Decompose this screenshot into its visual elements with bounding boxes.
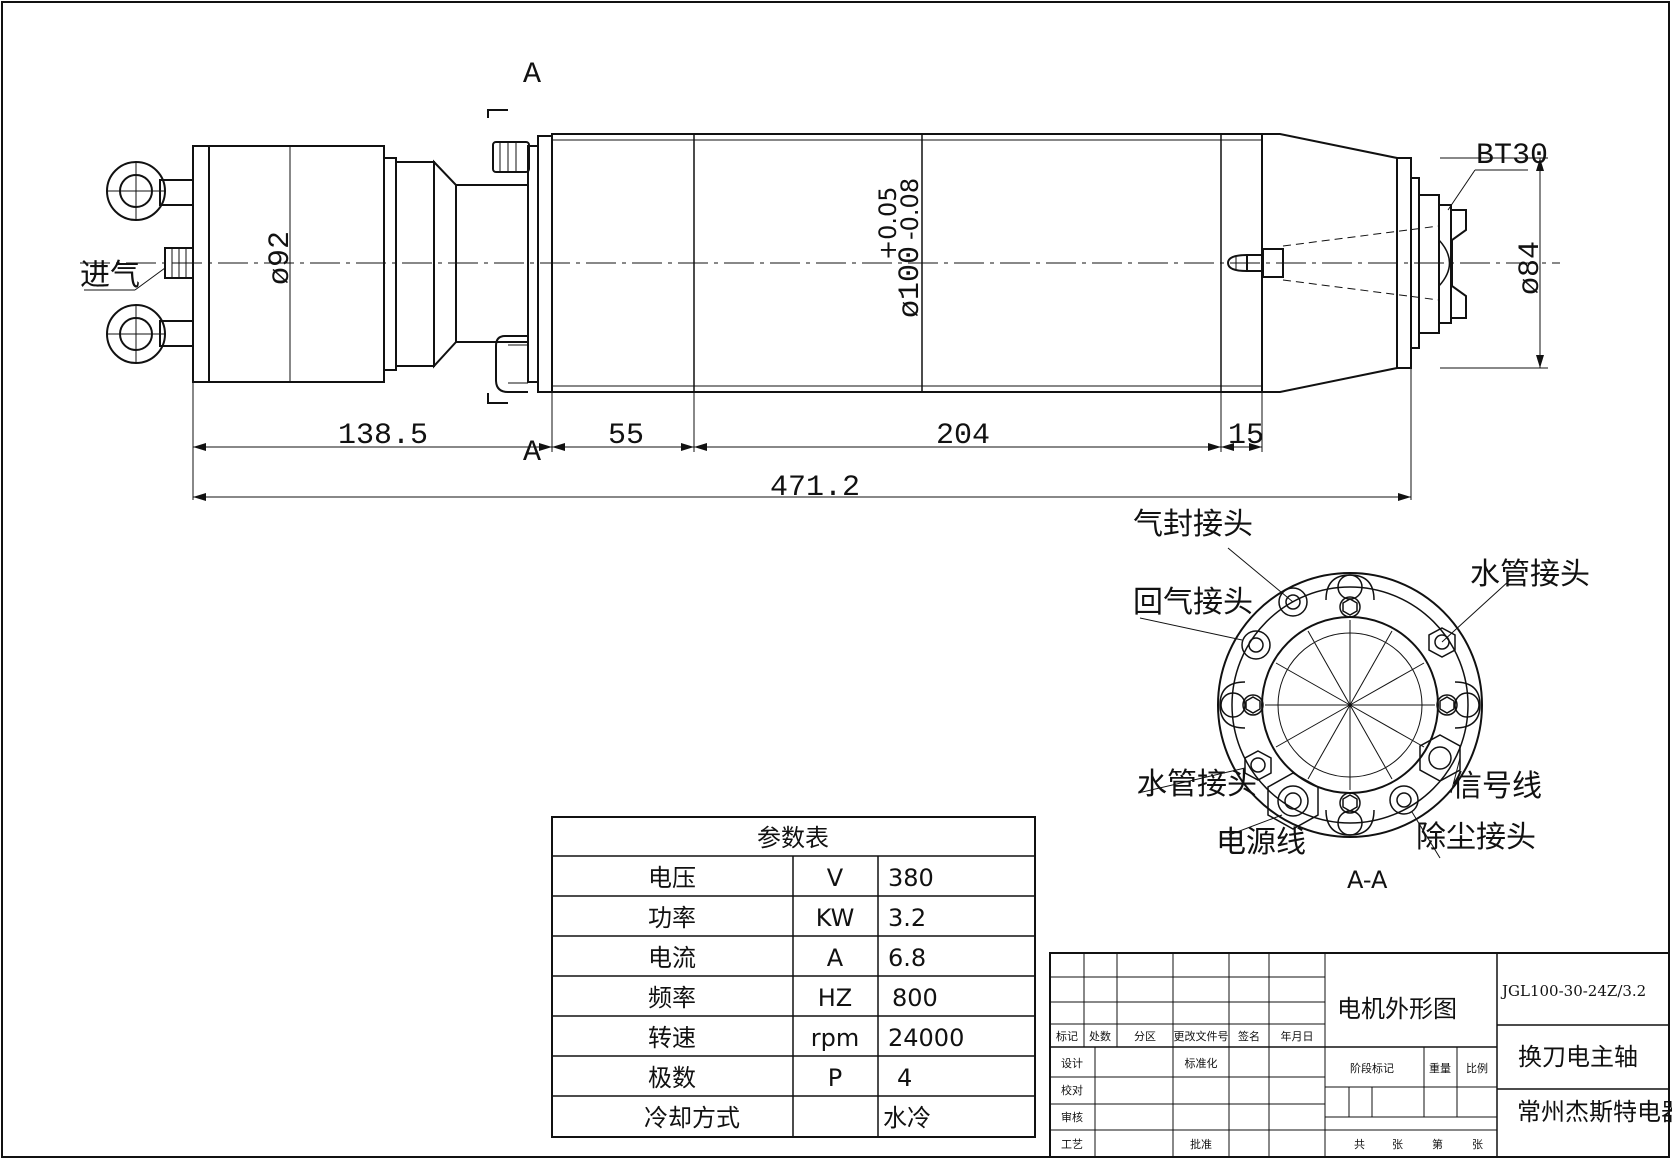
air-inlet-label: 进气 [80, 258, 140, 293]
callout-air-return: 回气接头 [1133, 585, 1253, 620]
param-value: 380 [888, 864, 934, 892]
tb-page-sheets: 张 [1472, 1138, 1483, 1151]
param-rows: 电压 V 380 功率 KW 3.2 电流 A 6.8 频率 HZ 800 转速… [644, 864, 964, 1132]
dia-main-label: ø100 [894, 246, 928, 318]
tb-row-label: 设计 [1061, 1057, 1083, 1070]
signal-port [1419, 734, 1461, 782]
section-mark-bottom: A [523, 436, 541, 470]
dia-nose-label: ø84 [1514, 241, 1548, 295]
param-name: 电压 [648, 864, 696, 892]
param-name: 功率 [648, 904, 696, 932]
tb-product: 换刀电主轴 [1518, 1043, 1638, 1071]
callout-power: 电源线 [1216, 825, 1306, 860]
tb-header: 更改文件号 [1174, 1029, 1229, 1043]
title-block [1049, 952, 1670, 1158]
tb-sheets: 张 [1392, 1138, 1403, 1151]
tb-model: JGL100-30-24Z/3.2 [1500, 982, 1646, 1000]
dim-471-2: 471.2 [770, 471, 860, 505]
param-unit: KW [816, 904, 855, 932]
callout-water-top: 水管接头 [1470, 557, 1590, 592]
param-value: 6.8 [888, 944, 926, 972]
param-value: 800 [892, 984, 938, 1012]
param-value: 4 [897, 1064, 912, 1092]
bolt-heads [1220, 574, 1480, 836]
tb-company: 常州杰斯特电器 [1517, 1098, 1672, 1126]
tool-interface-label: BT30 [1476, 139, 1548, 173]
air-return-port [1241, 630, 1271, 660]
callout-dust: 除尘接头 [1416, 820, 1536, 855]
tb-weight: 重量 [1429, 1061, 1451, 1075]
tb-total: 共 [1354, 1138, 1365, 1151]
section-fittings [1241, 587, 1461, 830]
param-value: 3.2 [888, 904, 926, 932]
dim-204: 204 [936, 419, 990, 453]
section-radial-lines [1265, 620, 1435, 790]
callout-water-bottom: 水管接头 [1137, 767, 1257, 802]
param-table-title: 参数表 [757, 824, 829, 852]
dim-138-5: 138.5 [338, 419, 428, 453]
param-value: 水冷 [883, 1104, 931, 1132]
section-view-title: A-A [1347, 866, 1388, 894]
param-name: 极数 [648, 1064, 696, 1092]
tb-row-label: 审核 [1061, 1110, 1083, 1124]
tb-header: 处数 [1089, 1030, 1111, 1043]
dia-tol-lower: -0.08 [896, 178, 924, 240]
water-port-bottom [1244, 750, 1272, 781]
section-leaders [1137, 547, 1511, 859]
tb-header: 标记 [1056, 1029, 1078, 1043]
param-name: 转速 [648, 1024, 696, 1052]
tb-header: 签名 [1238, 1029, 1260, 1043]
tb-row-label: 工艺 [1061, 1138, 1083, 1151]
tb-header: 分区 [1134, 1030, 1156, 1043]
dim-55: 55 [608, 419, 644, 453]
param-name: 频率 [648, 984, 696, 1012]
dia-body-label: ø92 [264, 231, 298, 285]
param-unit: HZ [818, 984, 853, 1012]
tb-scale: 比例 [1466, 1061, 1488, 1075]
param-unit: A [827, 944, 844, 972]
tb-row-label: 校对 [1061, 1083, 1083, 1097]
section-mark-top: A [523, 58, 541, 92]
param-unit: rpm [811, 1024, 859, 1052]
section-view-aa [1137, 547, 1511, 859]
param-name: 冷却方式 [644, 1104, 740, 1132]
power-port [1267, 772, 1319, 830]
param-name: 电流 [648, 944, 696, 972]
param-unit: P [828, 1064, 842, 1092]
tb-approve: 批准 [1190, 1137, 1212, 1151]
dust-port [1389, 785, 1419, 815]
dimension-arrows [193, 158, 1544, 501]
dim-15: 15 [1228, 419, 1264, 453]
spindle-side-view [80, 109, 1560, 500]
param-value: 24000 [888, 1024, 964, 1052]
tb-stage: 阶段标记 [1350, 1061, 1394, 1075]
callout-air-seal: 气封接头 [1133, 507, 1253, 542]
tb-drawing-name: 电机外形图 [1337, 995, 1457, 1023]
tb-header: 年月日 [1281, 1029, 1314, 1043]
tb-standard: 标准化 [1185, 1056, 1218, 1070]
callout-signal: 信号线 [1452, 769, 1542, 804]
title-block-texts: 标记 处数 分区 更改文件号 签名 年月日 设计 校对 审核 工艺 标准化 批准… [1056, 982, 1672, 1151]
water-port-top [1428, 627, 1456, 658]
parameter-table [551, 816, 1036, 1138]
param-unit: V [827, 864, 844, 892]
dia-tol-upper: +0.05 [874, 186, 902, 260]
air-seal-port [1278, 587, 1308, 617]
tb-page: 第 [1432, 1137, 1443, 1151]
